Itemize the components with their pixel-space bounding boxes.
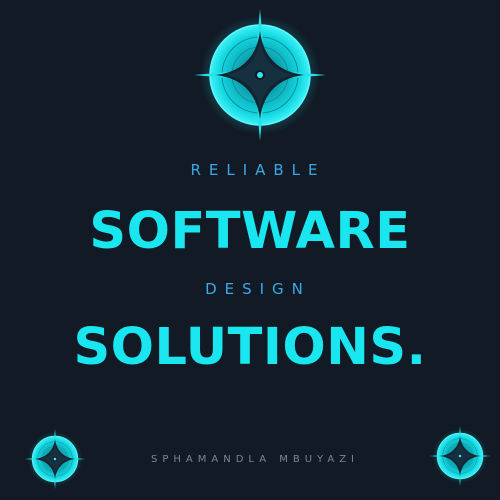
kicker-text-design: DESIGN	[205, 280, 311, 298]
compass-star-icon	[428, 424, 492, 488]
kicker-text-reliable: RELIABLE	[190, 161, 326, 179]
author-credit: SPHAMANDLA MBUYAZI	[151, 454, 359, 465]
headline-software: SOFTWARE	[89, 202, 411, 261]
headline-solutions: SOLUTIONS.	[73, 318, 427, 377]
compass-star-icon	[190, 5, 330, 145]
